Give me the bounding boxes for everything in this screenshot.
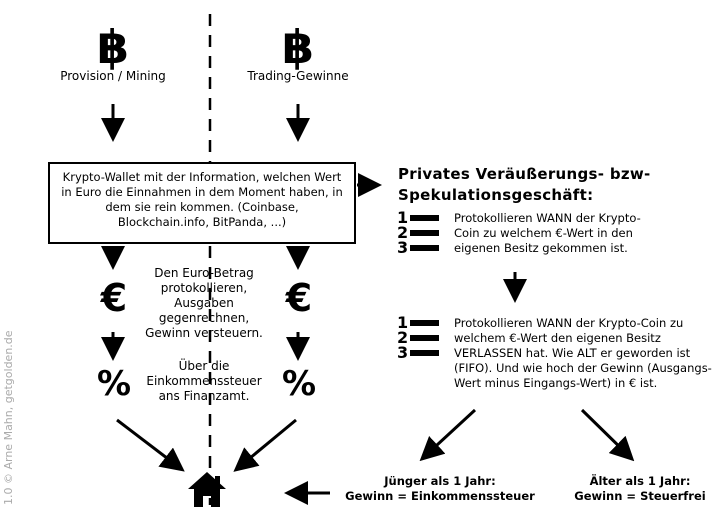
bitcoin-icon-right: ฿ xyxy=(281,20,314,74)
step1-text: Protokollieren WANN der Krypto-Coin zu w… xyxy=(454,211,641,255)
numbered-list-icon-step1: 1 2 3 xyxy=(397,210,441,258)
euro-icon-left: € xyxy=(100,276,128,320)
private-sale-heading: Privates Veräußerungs- bzw- Spekulations… xyxy=(398,164,718,206)
list-number-3: 3 xyxy=(397,238,409,257)
source-label-mining: Provision / Mining xyxy=(60,69,166,83)
numbered-list-icon-step2: 1 2 3 xyxy=(397,315,441,363)
outcome-older-line1: Älter als 1 Jahr: xyxy=(589,474,691,488)
list-number-3: 3 xyxy=(397,343,409,362)
wallet-info-text: Krypto-Wallet mit der Information, welch… xyxy=(61,170,343,229)
euro-icon-right: € xyxy=(285,276,313,320)
outcome-younger: Jünger als 1 Jahr: Gewinn = Einkommensst… xyxy=(340,474,540,504)
percent-step-text: Über die Einkommenssteuer ans Finanzamt. xyxy=(146,359,262,403)
copyright-text: 1.0 © Arne Mahn, getgolden.de xyxy=(2,330,15,505)
private-sale-heading-line1: Privates Veräußerungs- bzw- xyxy=(398,165,651,183)
arrow-right-house xyxy=(233,418,297,472)
source-label-trading: Trading-Gewinne xyxy=(247,69,349,83)
arrow-left-house xyxy=(116,418,185,472)
bitcoin-icon-left: ฿ xyxy=(96,20,129,74)
list-number-2: 2 xyxy=(397,223,409,242)
house-icon xyxy=(188,472,226,507)
arrow-to-older xyxy=(580,408,635,462)
list-number-1: 1 xyxy=(397,313,409,332)
outcome-older: Älter als 1 Jahr: Gewinn = Steuerfrei xyxy=(560,474,720,504)
wallet-info-box: Krypto-Wallet mit der Information, welch… xyxy=(48,162,356,244)
list-number-2: 2 xyxy=(397,328,409,347)
percent-icon-right: % xyxy=(281,364,317,404)
private-sale-heading-line2: Spekulationsgeschäft: xyxy=(398,186,594,204)
percent-icon-left: % xyxy=(96,364,132,404)
outcome-younger-line1: Jünger als 1 Jahr: xyxy=(384,474,496,488)
arrow-to-younger xyxy=(419,408,477,462)
outcome-younger-line2: Gewinn = Einkommenssteuer xyxy=(345,489,535,503)
euro-step-text: Den Euro-Betrag protokollieren, Ausgaben… xyxy=(145,266,263,340)
outcome-older-line2: Gewinn = Steuerfrei xyxy=(574,489,706,503)
step2-text: Protokollieren WANN der Krypto-Coin zu w… xyxy=(454,316,712,390)
list-number-1: 1 xyxy=(397,208,409,227)
